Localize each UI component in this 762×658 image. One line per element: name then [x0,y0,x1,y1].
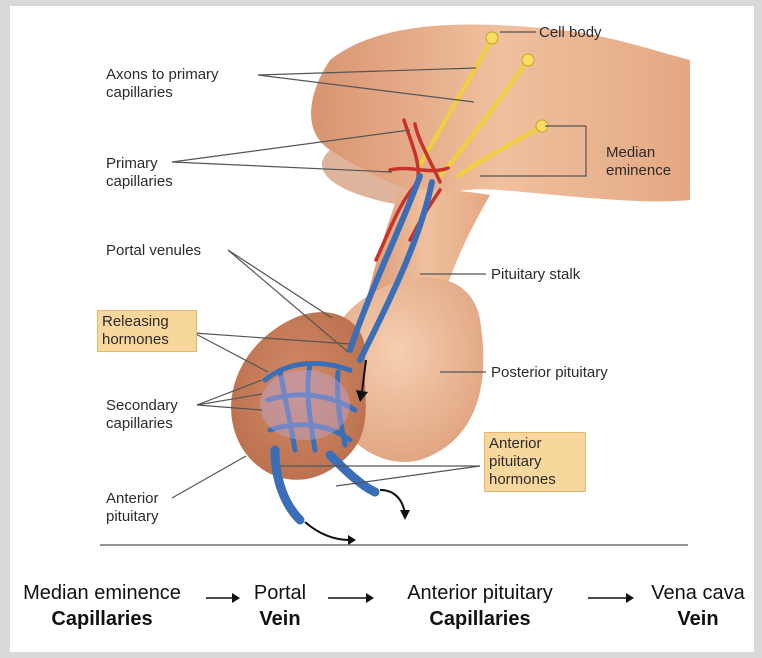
label-axons-line2: capillaries [106,84,173,101]
label-secondary-line2: capillaries [106,415,173,432]
label-ant-horm-line1: Anterior [489,435,542,452]
label-primary-line1: Primary [106,155,158,172]
label-cell-body: Cell body [539,24,602,41]
flow-step-vena-cava: Vena cava Vein [640,580,756,632]
flow-step-2-bottom: Vein [259,608,301,630]
neuron-cell-bodies [485,31,549,133]
label-portal-venules: Portal venules [106,242,202,259]
label-axons-line1: Axons to primary [106,66,219,83]
label-pituitary-stalk: Pituitary stalk [491,266,581,283]
label-axons-to-primary-capillaries: Axons to primary capillaries [106,66,219,102]
flow-step-anterior-pituitary: Anterior pituitary Capillaries [380,580,580,632]
label-primary-capillaries: Primary capillaries [106,155,173,191]
exit-veins [270,445,380,525]
label-ant-horm-line3: hormones [489,471,556,488]
flow-step-portal: Portal Vein [242,580,318,632]
flow-step-1-bottom: Capillaries [51,608,153,630]
flow-step-3-bottom: Capillaries [429,608,531,630]
label-anterior-pituitary-hormones: Anterior pituitary hormones [484,432,586,492]
label-ant-horm-line2: pituitary [489,453,542,470]
arrowheads [348,390,410,545]
label-releasing-hormones: Releasing hormones [97,310,197,352]
label-anterior-line1: Anterior [106,490,159,507]
secondary-capillary-bed [260,370,350,440]
flow-step-4-bottom: Vein [677,608,719,630]
flow-step-3-top: Anterior pituitary [407,582,553,604]
flow-step-1-top: Median eminence [23,582,181,604]
label-posterior-pituitary: Posterior pituitary [491,364,608,381]
flow-arrow-1 [206,593,240,603]
secondary-capillaries [262,360,358,453]
flow-step-median-eminence: Median eminence Capillaries [4,580,200,632]
label-releasing-line2: hormones [102,331,169,348]
flow-arrow-3 [588,593,634,603]
label-median-line2: eminence [606,162,672,179]
label-median-eminence: Median eminence [606,144,671,180]
flow-arrow-2 [328,593,374,603]
label-secondary-line1: Secondary [106,397,178,414]
flow-step-2-top: Portal [253,582,307,604]
flow-step-4-top: Vena cava [651,582,745,604]
portal-venules [347,173,435,363]
label-median-line1: Median [606,144,656,161]
hypothalamus-tissue [311,24,690,202]
label-primary-line2: capillaries [106,173,173,190]
label-releasing-line1: Releasing [102,313,169,330]
label-anterior-line2: pituitary [106,508,159,525]
label-anterior-pituitary: Anterior pituitary [106,490,159,526]
label-secondary-capillaries: Secondary capillaries [106,397,178,433]
leader-lines [100,31,688,546]
